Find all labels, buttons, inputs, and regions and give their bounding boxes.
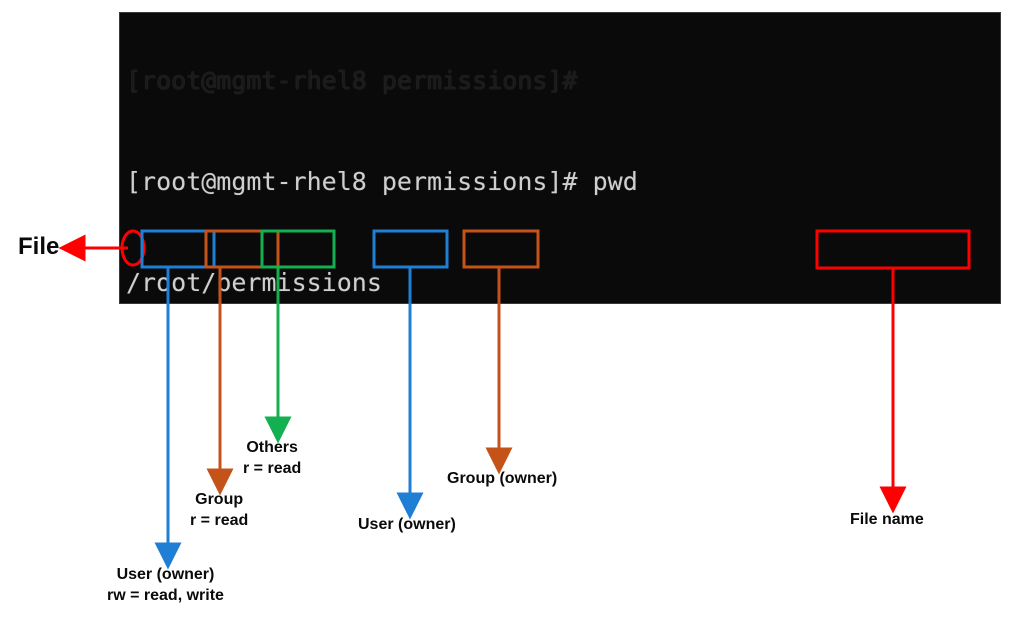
label-user-owner-line1: User (owner) (358, 516, 456, 533)
label-file-line1: File (18, 233, 60, 260)
label-user-perms-line2: rw = read, write (107, 587, 224, 604)
label-group-perms: Group r = read (190, 489, 248, 531)
terminal-line-1: /root/permissions (126, 267, 382, 297)
terminal-line-0: [root@mgmt-rhel8 permissions]# pwd (126, 166, 638, 196)
label-user-perms-line1: User (owner) (116, 566, 215, 583)
terminal-text-area: [root@mgmt-rhel8 permissions]# [root@mgm… (126, 13, 833, 303)
terminal-line-cut: [root@mgmt-rhel8 permissions]# (126, 66, 578, 96)
label-other-perms-line2: r = read (243, 460, 302, 477)
label-file: File (18, 233, 60, 260)
label-file-name-line1: File name (850, 511, 924, 528)
label-other-perms-line1: Others (246, 439, 298, 456)
label-group-owner: Group (owner) (447, 468, 557, 489)
label-group-perms-line1: Group (195, 491, 244, 508)
label-other-perms: Others r = read (243, 437, 301, 479)
label-group-perms-line2: r = read (190, 512, 249, 529)
label-user-owner: User (owner) (358, 514, 456, 535)
label-file-name: File name (850, 509, 924, 530)
terminal-window[interactable]: [root@mgmt-rhel8 permissions]# [root@mgm… (120, 13, 1000, 303)
label-group-owner-line1: Group (owner) (447, 470, 558, 487)
label-user-perms: User (owner) rw = read, write (107, 564, 224, 606)
